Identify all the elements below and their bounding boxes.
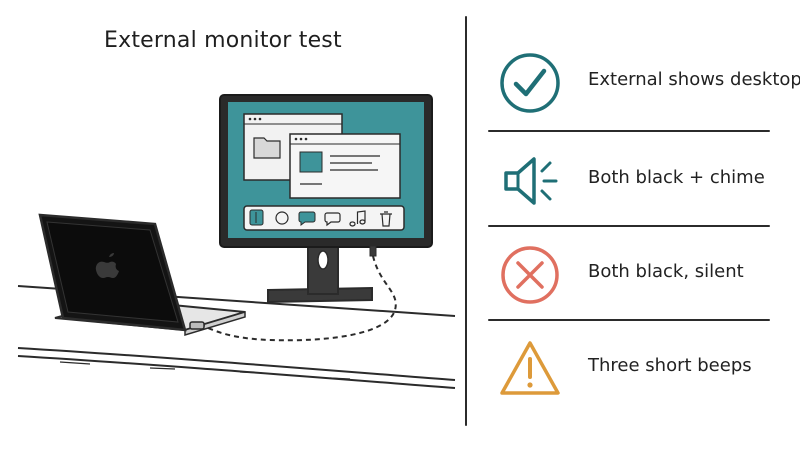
usb-c-cable [203, 255, 397, 342]
outcome-label: Three short beeps [588, 355, 752, 376]
outcome-label: Both black + chime [588, 167, 765, 188]
warning-triangle-icon [500, 341, 560, 395]
music-icon [349, 210, 366, 227]
dock [243, 205, 405, 231]
image-thumbnail [299, 151, 323, 173]
row-divider [488, 319, 770, 321]
outcome-label: External shows desktop [588, 69, 800, 90]
safari-icon [275, 211, 289, 225]
usb-c-plug [189, 321, 205, 330]
outcome-both-black-chime: Both black + chime [488, 133, 770, 225]
outcome-three-short-beeps: Three short beeps [488, 321, 770, 413]
trash-icon [380, 211, 392, 227]
messages-icon [298, 211, 316, 226]
diagram-title: External monitor test [104, 28, 342, 53]
illustration [17, 94, 456, 389]
x-circle-icon [501, 246, 559, 304]
monitor-port [369, 245, 377, 257]
row-divider [488, 130, 770, 132]
outcome-both-black-silent: Both black, silent [488, 227, 770, 319]
folder-icon [253, 137, 281, 159]
row-divider [488, 225, 770, 227]
check-circle-icon [500, 53, 560, 113]
chat-icon [324, 212, 341, 227]
speaker-icon [504, 157, 558, 205]
laptop [38, 213, 246, 337]
vertical-divider [465, 16, 467, 426]
desk-front-edge [17, 347, 456, 381]
external-monitor [219, 94, 433, 304]
outcome-label: Both black, silent [588, 261, 744, 282]
outcome-external-shows-desktop: External shows desktop [488, 35, 800, 127]
apple-logo-icon [95, 261, 119, 278]
